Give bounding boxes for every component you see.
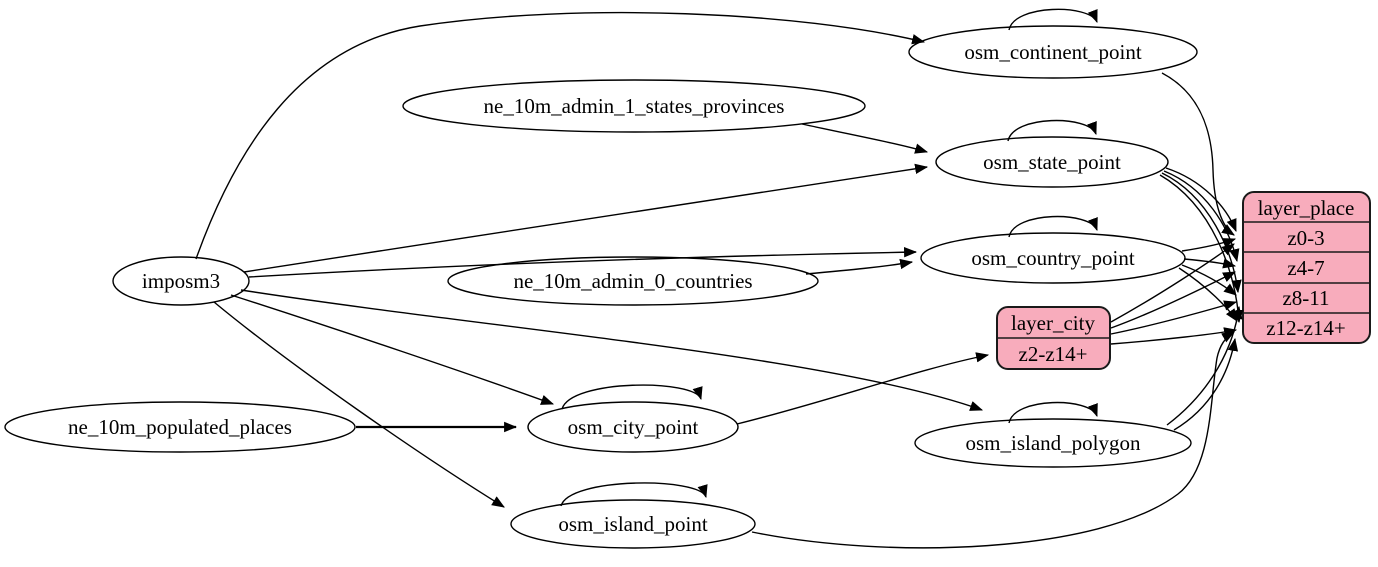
node-label-osm_continent_point: osm_continent_point: [964, 40, 1141, 64]
node-ne_10m_admin_0_countries: ne_10m_admin_0_countries: [447, 256, 819, 306]
node-shape-osm_island_point: [510, 499, 756, 549]
record-row-layer_place-0: layer_place: [1258, 196, 1355, 220]
record-row-layer_place-1: z0-3: [1287, 226, 1324, 250]
record-layer_place: layer_place z0-3 z4-7 z8-11 z12-z14+: [1242, 191, 1371, 344]
node-shape-osm_island_polygon: [914, 418, 1192, 468]
node-shape-ne_10m_admin_1_states_provinces: [402, 79, 866, 133]
self-loop-osm_city_point: [561, 384, 703, 410]
node-osm_island_point: osm_island_point: [510, 499, 756, 549]
node-osm_city_point: osm_city_point: [527, 401, 739, 453]
node-label-osm_city_point: osm_city_point: [568, 415, 699, 439]
edge-osm_island_polygon-to-layer_place_z8-11: [1166, 305, 1243, 426]
node-label-osm_island_point: osm_island_point: [558, 512, 708, 536]
self-loop-osm_island_polygon: [1008, 401, 1098, 424]
record-layer_city: layer_city z2-z14+: [996, 306, 1111, 370]
edge-layer_city-to-layer_place_z8-11: [1110, 300, 1238, 335]
self-loop-osm_continent_point: [1008, 8, 1098, 31]
node-label-ne_10m_admin_1_states_provinces: ne_10m_admin_1_states_provinces: [484, 94, 785, 118]
node-label-osm_country_point: osm_country_point: [971, 246, 1134, 270]
record-row-layer_city-0: layer_city: [1011, 311, 1095, 335]
node-label-ne_10m_admin_0_countries: ne_10m_admin_0_countries: [513, 269, 752, 293]
node-imposm3: imposm3: [112, 256, 250, 306]
node-shape-osm_continent_point: [908, 25, 1198, 79]
edge-osm_continent_point-to-layer_place_z0-3: [1161, 72, 1235, 236]
node-osm_continent_point: osm_continent_point: [908, 25, 1198, 79]
edge-osm_city_point-to-layer_city_z2-z14+: [736, 352, 990, 425]
edge-layer_city-to-layer_place_z4-7: [1110, 271, 1236, 329]
self-loop-osm_country_point: [1008, 215, 1098, 238]
node-shape-osm_city_point: [527, 401, 739, 453]
edge-ne_10m_admin_0_countries-to-osm_country_point: [805, 258, 914, 275]
node-shape-osm_state_point: [935, 136, 1169, 188]
node-label-osm_island_polygon: osm_island_polygon: [965, 431, 1141, 455]
node-osm_island_polygon: osm_island_polygon: [914, 418, 1192, 468]
record-row-layer_city-1: z2-z14+: [1019, 342, 1088, 366]
node-osm_country_point: osm_country_point: [920, 232, 1186, 284]
edge-osm_country_point-to-layer_place_z0-3: [1181, 238, 1237, 252]
node-osm_state_point: osm_state_point: [935, 136, 1169, 188]
node-label-osm_state_point: osm_state_point: [983, 150, 1121, 174]
record-row-layer_place-4: z12-z14+: [1266, 316, 1345, 340]
node-label-ne_10m_populated_places: ne_10m_populated_places: [68, 415, 292, 439]
node-shape-ne_10m_populated_places: [4, 401, 356, 453]
edge-osm_island_polygon-to-layer_place_z12-z14+: [1173, 337, 1239, 431]
self-loop-osm_state_point: [1007, 119, 1097, 142]
record-row-layer_place-3: z8-11: [1282, 286, 1329, 310]
node-shape-ne_10m_admin_0_countries: [447, 256, 819, 306]
node-shape-osm_country_point: [920, 232, 1186, 284]
node-ne_10m_admin_1_states_provinces: ne_10m_admin_1_states_provinces: [402, 79, 866, 133]
edge-layer_city-to-layer_place_z12-z14+: [1110, 327, 1238, 345]
edge-osm_state_point-to-layer_place_z0-3: [1165, 167, 1237, 233]
node-ne_10m_populated_places: ne_10m_populated_places: [4, 401, 356, 453]
edge-osm_country_point-to-layer_place_z8-11: [1181, 264, 1237, 296]
record-shape-layer_place: [1242, 191, 1371, 344]
edge-ne_10m_admin_1_states_provinces-to-osm_state_point: [801, 123, 929, 154]
edge-imposm3-to-osm_state_point: [243, 163, 929, 273]
edge-imposm3-to-osm_city_point: [230, 294, 555, 405]
edge-imposm3-to-osm_continent_point: [195, 11, 926, 260]
self-loop-osm_island_point: [560, 482, 708, 507]
node-label-imposm3: imposm3: [142, 269, 220, 293]
edge-imposm3-to-osm_island_polygon: [240, 289, 984, 411]
edge-osm_island_point-to-layer_place_z12-z14+: [751, 331, 1235, 549]
edge-imposm3-to-osm_island_point: [213, 301, 505, 508]
node-shape-imposm3: [112, 256, 250, 306]
edge-osm_country_point-to-layer_place_z4-7: [1183, 258, 1237, 269]
edge-layer_city-to-layer_place_z0-3: [1110, 243, 1235, 323]
edge-imposm3-to-osm_country_point: [248, 247, 918, 278]
record-row-layer_place-2: z4-7: [1287, 256, 1324, 280]
